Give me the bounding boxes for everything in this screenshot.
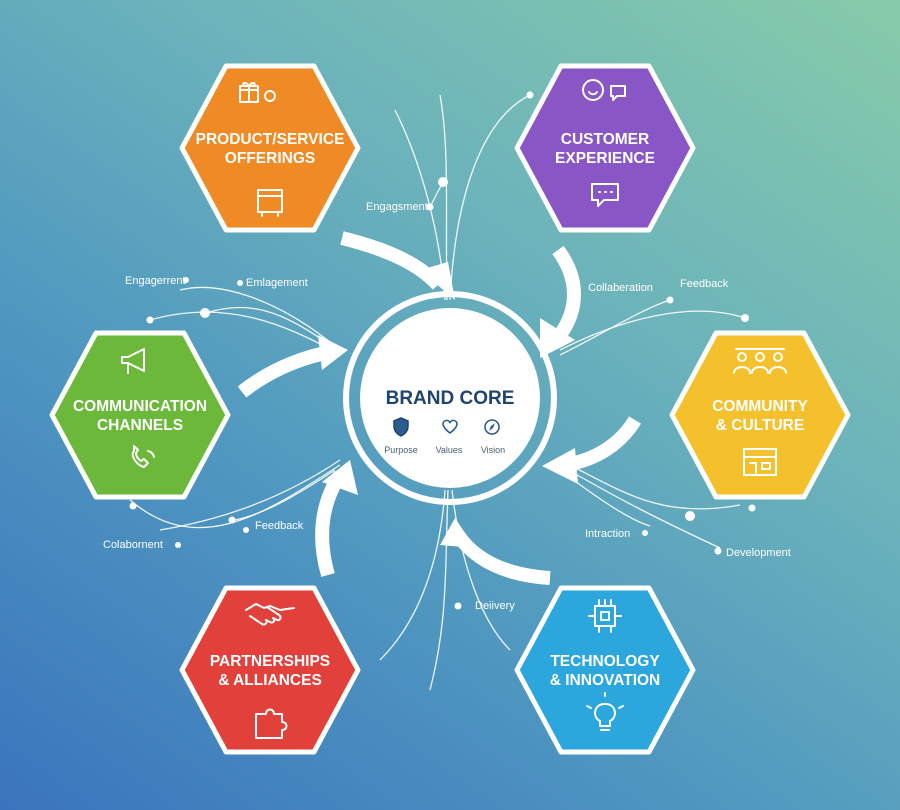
arrow-from-customer — [552, 245, 581, 340]
connector-label-right-bottom-1: Intraction — [585, 528, 630, 540]
price-tag-icon — [257, 189, 283, 217]
connector-label-right-bottom-2: Development — [726, 547, 791, 559]
connector-label-right-top-1: Collaberation — [588, 282, 653, 294]
hexagon-title-line1: PRODUCT/SERVICE — [196, 131, 345, 148]
connector-dots — [129, 91, 756, 610]
hexagon-title-line1: PARTNERSHIPS — [210, 653, 330, 670]
handshake-icon — [245, 603, 295, 626]
gift-icon — [239, 81, 259, 103]
connector-label-left-bottom-2: Feedback — [255, 520, 304, 532]
pillar-vision: Vision — [481, 445, 505, 455]
chip-icon — [588, 599, 622, 633]
hexagon-partnerships-alliances: PARTNERSHIPS & ALLIANCES — [179, 585, 361, 755]
hexagon-shape — [179, 585, 361, 755]
speech-bubble-icon — [591, 183, 619, 207]
hexagon-title-line2: CHANNELS — [97, 417, 183, 434]
puzzle-icon — [255, 708, 288, 739]
connector-label-left-top-1: Engagerrent — [125, 275, 186, 287]
hexagon-title-line2: & INNOVATION — [550, 672, 661, 689]
compass-icon — [484, 419, 500, 435]
hexagon-community-culture: COMMUNITY & CULTURE — [669, 330, 851, 500]
people-group-icon — [733, 348, 787, 374]
hexagon-shape — [514, 63, 696, 233]
hexagon-title-line2: & CULTURE — [716, 417, 804, 434]
gear-icon — [264, 90, 276, 102]
shield-icon — [393, 417, 409, 437]
hexagon-technology-innovation: TECHNOLOGY & INNOVATION — [514, 585, 696, 755]
hexagon-product-service-offerings: PRODUCT/SERVICE OFFERINGS — [179, 63, 361, 233]
hexagon-shape — [514, 585, 696, 755]
brand-core-title: BRAND CORE — [386, 388, 515, 409]
hexagon-title-line1: CUSTOMER — [561, 131, 649, 148]
connector-label-right-top-2: Feedback — [680, 278, 729, 290]
hexagon-title-line2: EXPERIENCE — [555, 150, 655, 167]
arrow-from-partnerships — [315, 471, 346, 577]
connector-label-top: Engagsment — [366, 201, 428, 213]
brand-core: BRAND CORE Purpose Values Vision — [343, 291, 557, 505]
smiley-chat-icon — [582, 79, 626, 101]
arrow-from-product — [340, 231, 444, 290]
hexagon-title-line2: & ALLIANCES — [218, 672, 322, 689]
connector-lines — [129, 94, 746, 691]
hexagon-communication-channels: COMMUNICATION CHANNELS — [49, 330, 231, 500]
arrow-from-technology — [452, 530, 551, 585]
connector-label-left-bottom-1: Colabornent — [103, 539, 163, 551]
hexagon-title-line1: COMMUNICATION — [73, 398, 207, 415]
connector-label-left-top-2: Emlagement — [246, 277, 308, 289]
connector-label-bottom: Deiivery — [475, 600, 515, 612]
hexagon-shape — [179, 63, 361, 233]
storefront-icon — [743, 448, 777, 476]
hexagon-title-line2: OFFERINGS — [225, 150, 315, 167]
heart-icon — [442, 419, 458, 434]
hexagon-title-line1: TECHNOLOGY — [550, 653, 660, 670]
flow-arrows — [237, 231, 642, 585]
pillar-values: Values — [436, 445, 463, 455]
hexagon-customer-experience: CUSTOMER EXPERIENCE — [514, 63, 696, 233]
hexagon-shape — [49, 330, 231, 500]
pillar-purpose: Purpose — [384, 445, 418, 455]
lightbulb-icon — [586, 692, 624, 731]
megaphone-icon — [121, 348, 145, 374]
phone-icon — [131, 445, 155, 468]
hexagon-title-line1: COMMUNITY — [712, 398, 808, 415]
hexagon-shape — [669, 330, 851, 500]
arrow-from-communication — [237, 345, 332, 398]
